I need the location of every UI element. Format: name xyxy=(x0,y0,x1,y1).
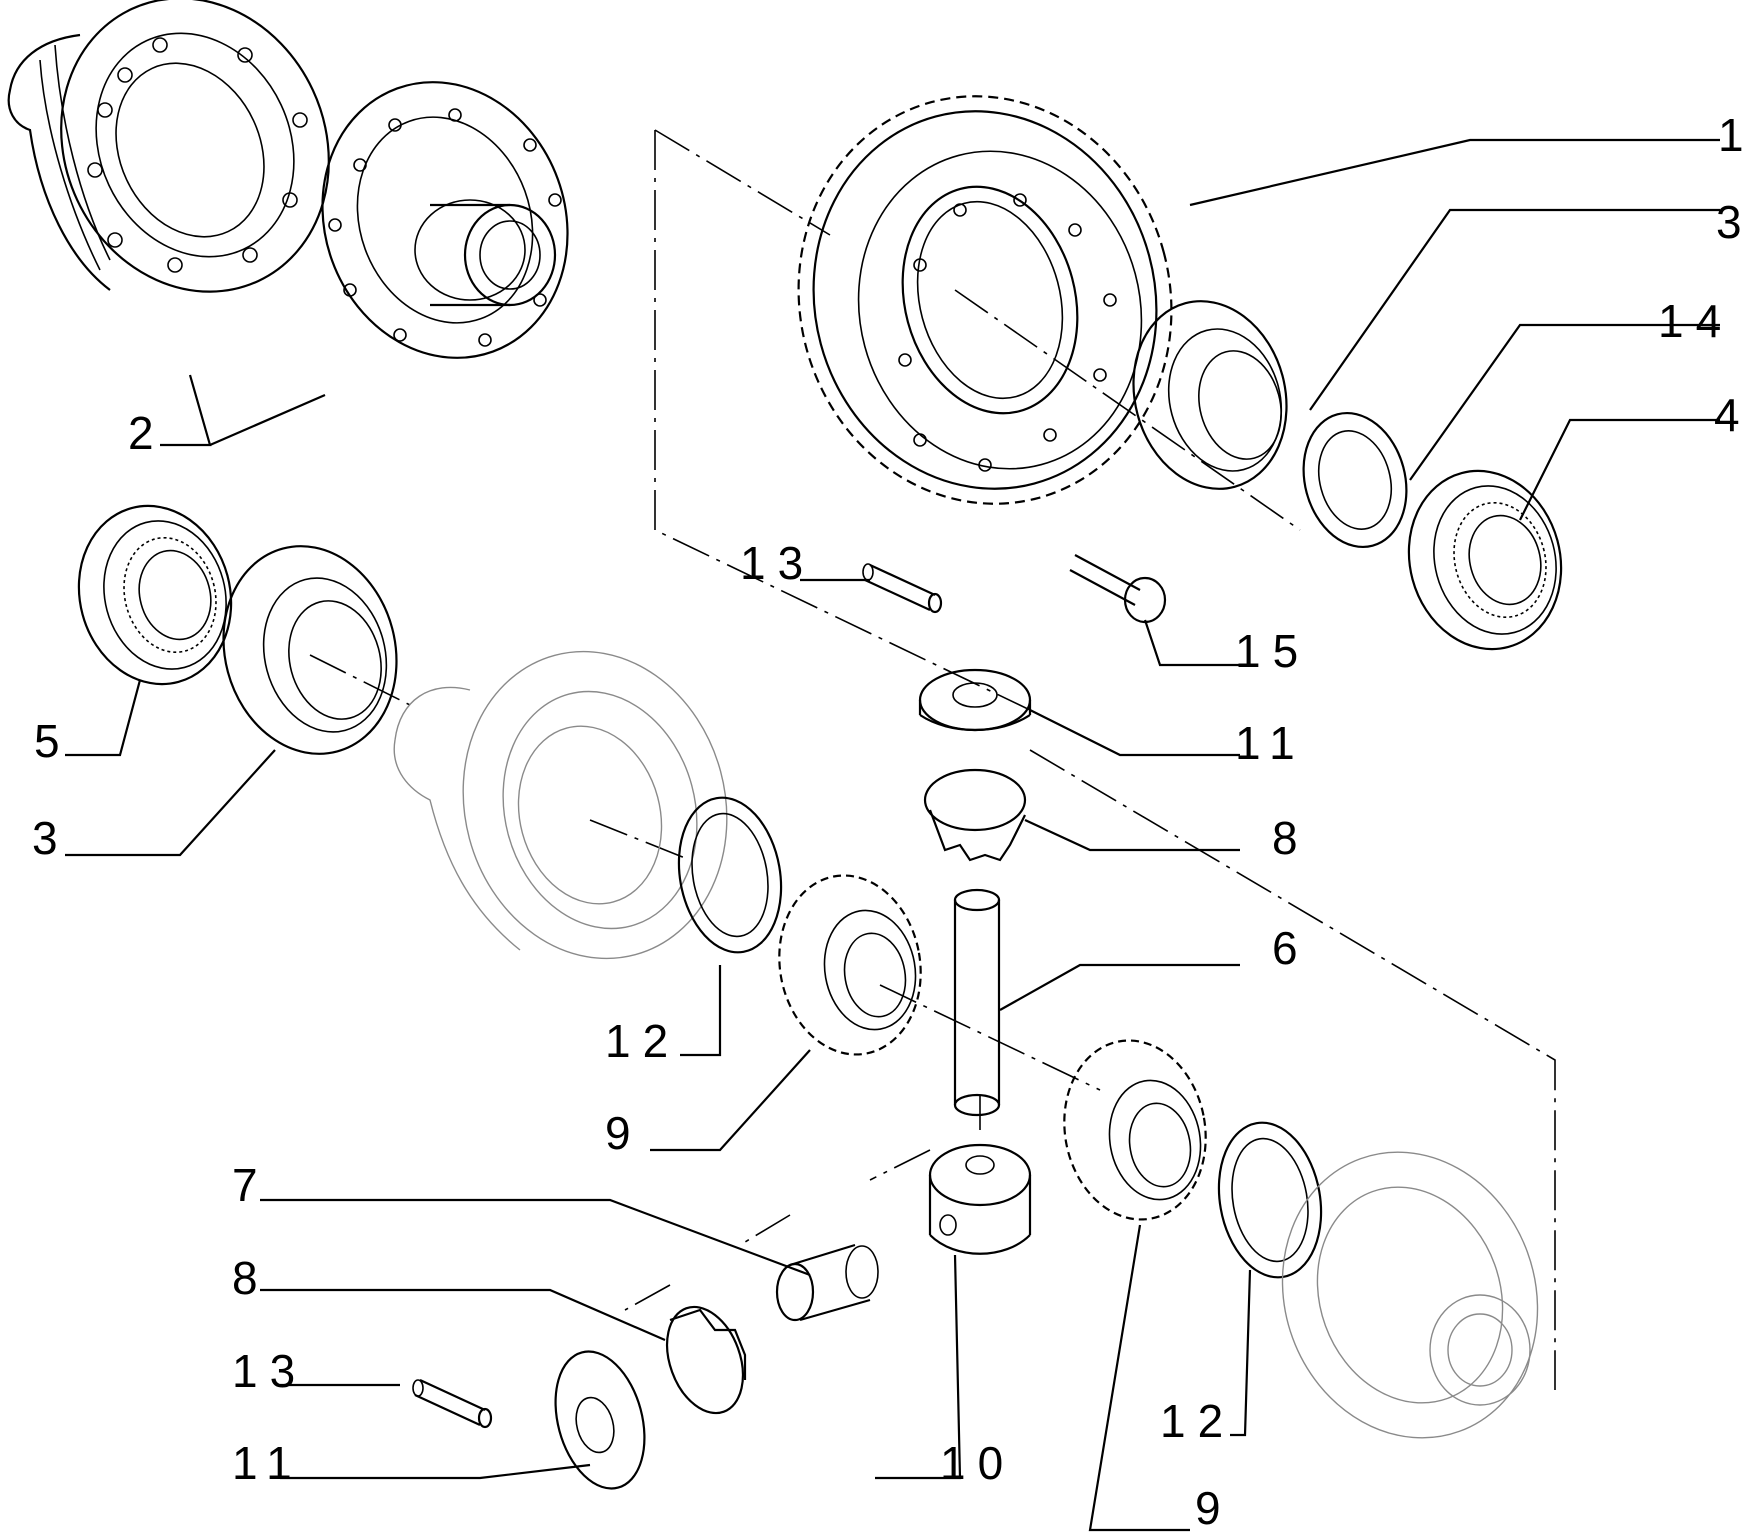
part-5-roller-bearing xyxy=(77,504,233,686)
part-10-cross-block xyxy=(928,1143,1032,1255)
callout-13-mid: 13 xyxy=(740,537,816,589)
part-7-pin xyxy=(775,1243,879,1322)
part-11-thrust-washer-mid xyxy=(918,668,1032,732)
callout-12-left: 12 xyxy=(605,1015,681,1067)
callout-8-mid: 8 xyxy=(1272,812,1310,864)
callout-13-low: 13 xyxy=(232,1345,308,1397)
leader-lines xyxy=(65,138,1720,1532)
callout-3-left: 3 xyxy=(32,812,70,864)
part-8-pinion-gear-mid xyxy=(923,768,1027,862)
callout-12-right: 12 xyxy=(1160,1395,1236,1447)
housing-ghost-low xyxy=(1281,1151,1539,1439)
callout-15: 15 xyxy=(1235,625,1311,677)
part-1-ring-gear xyxy=(797,95,1173,505)
callout-3-top: 3 xyxy=(1716,196,1743,248)
part-2-housing-left-half xyxy=(7,0,330,293)
callout-7: 7 xyxy=(232,1159,270,1211)
part-13-pin-low xyxy=(412,1379,493,1429)
part-12-shim-left xyxy=(677,796,783,954)
callout-1: 1 xyxy=(1718,109,1743,161)
part-15-bolt xyxy=(1069,554,1167,624)
part-9-side-gear-low xyxy=(1063,1039,1207,1221)
callout-5: 5 xyxy=(34,715,72,767)
part-4-roller-bearing xyxy=(1407,469,1563,651)
part-8-pinion-gear-low xyxy=(666,1305,747,1415)
callout-10: 10 xyxy=(940,1437,1016,1489)
callout-4: 4 xyxy=(1714,389,1743,441)
callout-6: 6 xyxy=(1272,922,1310,974)
part-6-shaft xyxy=(953,888,1001,1117)
housing-ghost-mid xyxy=(393,650,728,960)
part-11-thrust-washer-low xyxy=(554,1350,646,1490)
part-13-pin-mid xyxy=(862,563,943,614)
part-9-side-gear-mid xyxy=(778,874,922,1056)
callout-14: 14 xyxy=(1658,295,1734,347)
callout-11-low: 11 xyxy=(232,1437,304,1489)
part-2-housing-right-half xyxy=(321,81,569,359)
assembly-axes xyxy=(309,129,1556,1390)
part-3-bearing-top xyxy=(1132,300,1288,490)
part-3-bearing-left xyxy=(222,545,398,755)
callout-2: 2 xyxy=(128,407,166,459)
callout-11-mid: 11 xyxy=(1235,717,1307,769)
part-12-shim-right xyxy=(1217,1121,1323,1279)
callout-9-low: 9 xyxy=(1195,1482,1233,1532)
part-14-shim xyxy=(1302,411,1408,549)
callout-9-mid: 9 xyxy=(605,1107,643,1159)
callout-8-low: 8 xyxy=(232,1252,270,1304)
